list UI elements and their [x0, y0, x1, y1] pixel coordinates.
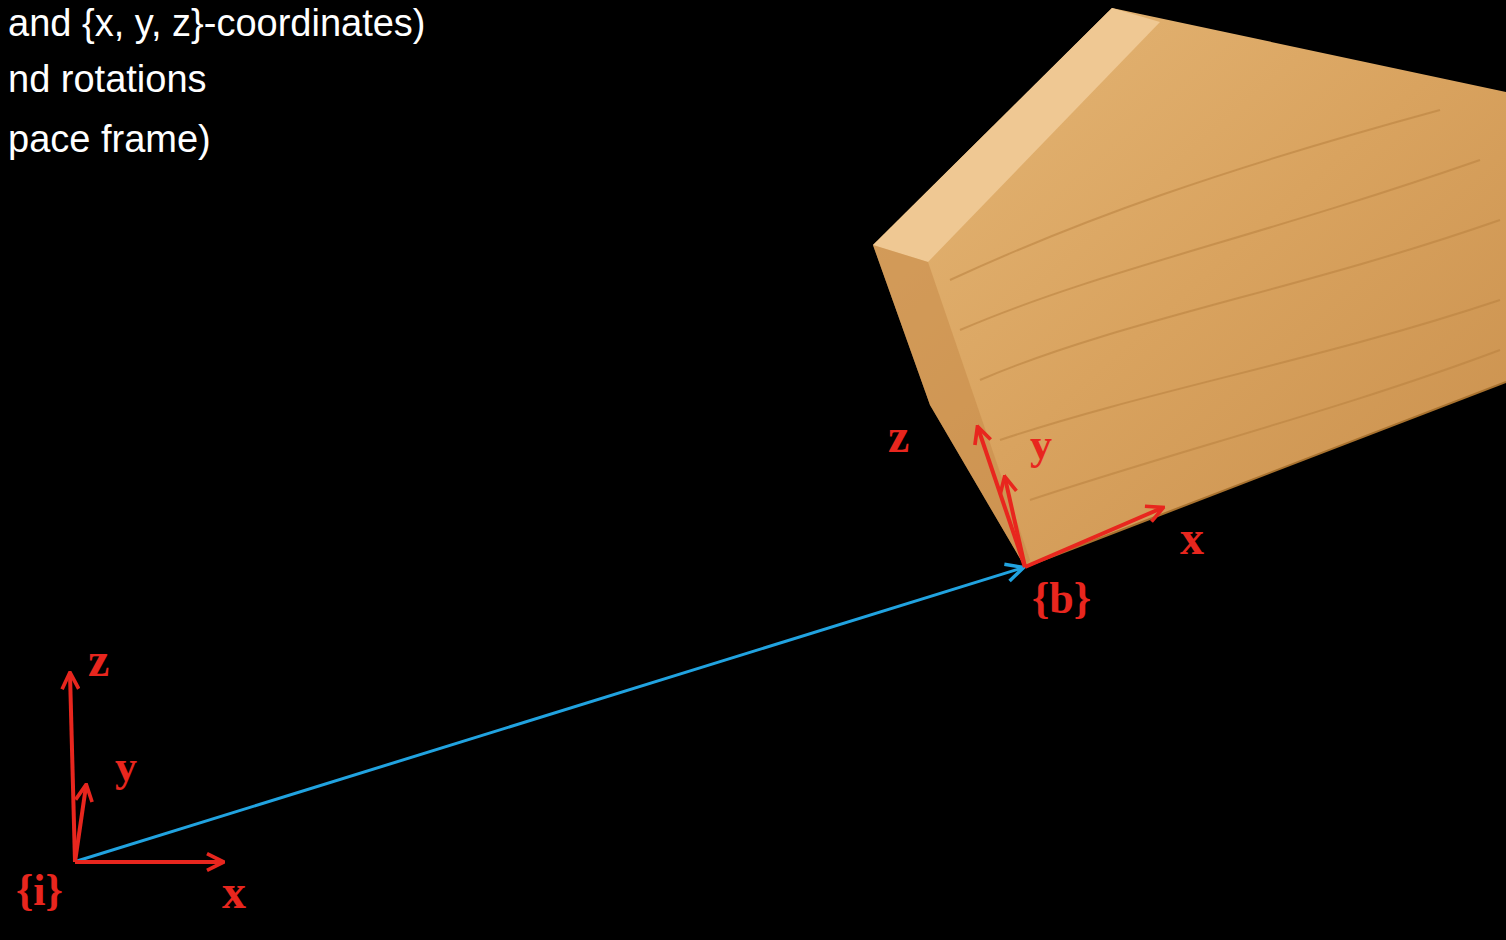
frame-b-axes: [978, 428, 1162, 567]
axis-label: x: [222, 864, 246, 919]
wooden-block: [873, 8, 1506, 567]
heading-text: and {x, y, z}-coordinates): [8, 2, 426, 46]
axis-label: z: [88, 632, 109, 687]
axis-label: y: [1030, 420, 1052, 471]
frame-label: {b}: [1032, 574, 1091, 625]
frame-label: {i}: [16, 866, 63, 917]
heading-text: pace frame): [8, 118, 211, 162]
frame-i-axes: [70, 674, 222, 862]
axis-label: y: [115, 742, 137, 793]
heading-text: nd rotations: [8, 58, 207, 102]
position-vector: [77, 568, 1022, 861]
axis-label: z: [888, 408, 909, 463]
axis-label: x: [1180, 510, 1204, 565]
